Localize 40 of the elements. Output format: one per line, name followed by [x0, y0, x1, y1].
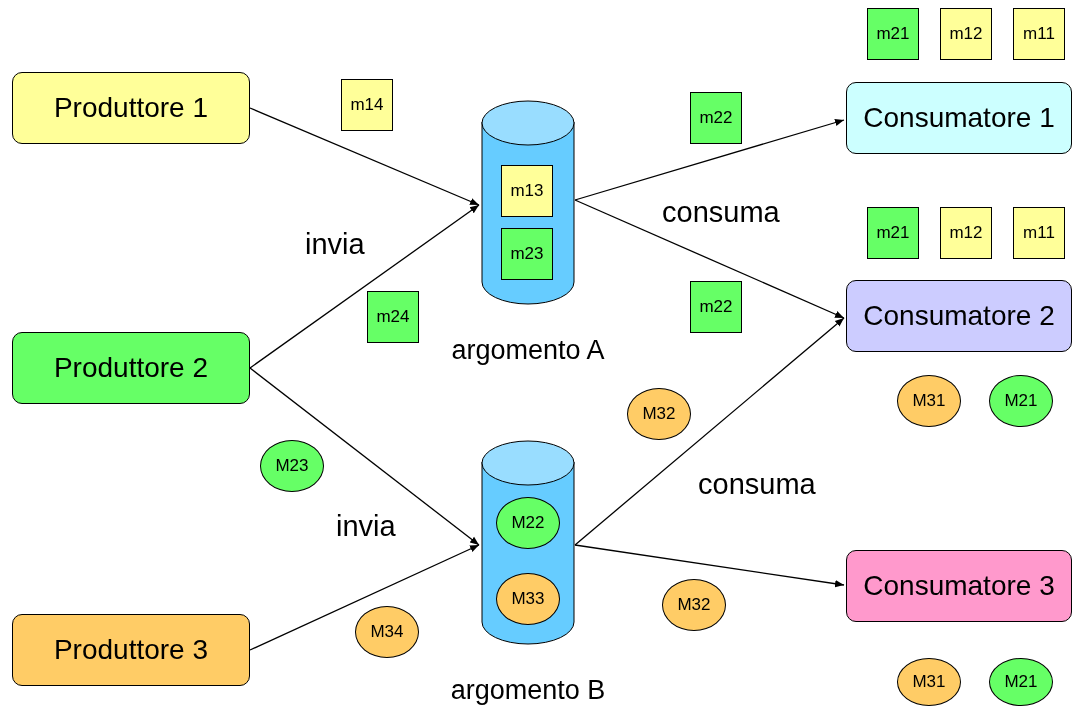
message-circle: M32	[662, 579, 726, 631]
message-circle: M31	[897, 658, 961, 706]
message-circle: M34	[355, 606, 419, 658]
message-square: m11	[1013, 8, 1065, 60]
message-square: m21	[867, 207, 919, 259]
arrow	[574, 119, 845, 201]
action-label: consuma	[698, 468, 816, 501]
message-square: m11	[1013, 207, 1065, 259]
action-label: invia	[336, 510, 396, 543]
process-box: Produttore 3	[12, 614, 250, 686]
arrow	[249, 367, 480, 546]
message-square: m22	[690, 281, 742, 333]
message-square: m12	[940, 207, 992, 259]
message-circle: M21	[989, 658, 1053, 706]
message-circle: M32	[627, 388, 691, 440]
arrow	[249, 107, 480, 206]
arrow	[574, 317, 845, 546]
arrow	[249, 204, 480, 369]
process-box: Produttore 1	[12, 72, 250, 144]
arrow	[249, 544, 480, 651]
message-square: m22	[690, 92, 742, 144]
message-square: m23	[501, 228, 553, 280]
message-circle: M21	[989, 375, 1053, 427]
process-box: Consumatore 1	[846, 82, 1072, 154]
arrow	[574, 544, 845, 588]
process-box: Produttore 2	[12, 332, 250, 404]
action-label: invia	[305, 228, 365, 261]
action-label: consuma	[662, 196, 780, 229]
message-square: m14	[341, 79, 393, 131]
process-box: Consumatore 2	[846, 280, 1072, 352]
arrow	[574, 199, 845, 319]
message-square: m12	[940, 8, 992, 60]
message-circle: M31	[897, 375, 961, 427]
process-box: Consumatore 3	[846, 550, 1072, 622]
message-square: m21	[867, 8, 919, 60]
topic-name: argomento B	[450, 675, 606, 706]
topic-name: argomento A	[451, 335, 605, 366]
message-circle: M23	[260, 440, 324, 492]
message-square: m24	[367, 291, 419, 343]
message-square: m13	[501, 165, 553, 217]
